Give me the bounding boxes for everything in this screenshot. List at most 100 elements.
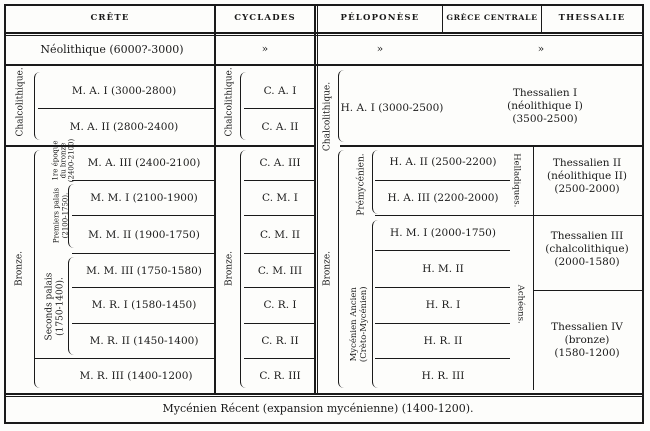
crete-line-5	[72, 253, 214, 254]
crete-row-1: M. A. I (3000-2800)	[71, 85, 177, 97]
brace-pel-mycenien	[372, 220, 378, 388]
thessalie-3-line-3: (2000-1580)	[554, 256, 620, 268]
peloponese-row-2: H. A. III (2200-2000)	[387, 192, 499, 204]
frame-top	[4, 4, 644, 6]
peloponese-chalcolithique-label: Chalcolithique.	[322, 81, 333, 152]
crete-bronze-label: Bronze.	[14, 250, 25, 287]
thes-line-1	[534, 215, 642, 216]
crete-row-2: M. A. II (2800-2400)	[69, 121, 179, 133]
col-sep-cyclades-b	[317, 4, 318, 394]
crete-line-2	[4, 145, 214, 147]
pel-line-4	[375, 250, 510, 251]
crete-line-3	[72, 180, 214, 181]
cyclades-row-1: C. A. I	[263, 85, 297, 97]
peloponese-row-6: H. R. II	[423, 335, 463, 347]
col-sep-cyclades	[314, 4, 316, 394]
brace-crete-premiers	[68, 184, 74, 248]
thessalie-3-line-1: Thessalien III	[550, 230, 624, 242]
crete-seconds-1: Seconds palais	[44, 272, 55, 341]
peloponese-row-7: H. R. III	[421, 370, 465, 382]
cyc-line-8	[244, 358, 314, 359]
cyclades-row-7: C. R. I	[263, 299, 297, 311]
col-sep-thessalie	[533, 146, 535, 390]
thessalie-3-line-2: (chalcolithique)	[545, 243, 629, 255]
crete-chalcolithique-label: Chalcolithique.	[15, 67, 26, 137]
header-cyclades: CYCLADES	[234, 13, 296, 23]
brace-crete-bronze	[34, 150, 40, 388]
header-grece-centrale: GRÈCE CENTRALE	[446, 13, 538, 22]
header-rule-2	[4, 34, 644, 36]
pel-line-1	[340, 145, 642, 147]
frame-left	[4, 4, 6, 424]
frame-right	[642, 4, 644, 424]
thessalie-2-line-3: (2500-2000)	[554, 183, 620, 195]
crete-line-8	[35, 358, 214, 359]
cyclades-chalcolithique-label: Chalcolithique.	[224, 67, 235, 137]
brace-cyc-chalco	[240, 72, 246, 140]
peloponese-row-5: H. R. I	[425, 299, 461, 311]
cyc-line-5	[244, 253, 314, 254]
col-sep-crete	[214, 4, 216, 394]
peloponese-ha1: H. A. I (3000-2500)	[340, 102, 444, 114]
peloponese-row-4: H. M. II	[422, 263, 464, 275]
pel-line-2	[375, 180, 510, 181]
pel-line-6	[375, 323, 510, 324]
pel-line-3	[375, 215, 533, 216]
thes-line-2	[534, 290, 642, 291]
header-rule	[4, 32, 644, 34]
col-sep-grece	[541, 4, 543, 34]
grece-neolithique: »	[537, 43, 545, 55]
crete-epoque-3: (2400-2100)	[67, 138, 76, 183]
cyclades-row-8: C. R. II	[261, 335, 299, 347]
col-sep-peloponese	[442, 4, 444, 34]
thessalie-1-line-3: (3500-2500)	[512, 113, 578, 125]
crete-premiers-1: Premiers palais	[52, 187, 61, 244]
crete-seconds-2: (1750-1400).	[55, 277, 66, 336]
thessalie-2-line-2: (néolithique II)	[547, 170, 627, 182]
peloponese-acheens-label: Achéens.	[515, 284, 526, 324]
cyclades-row-2: C. A. II	[261, 121, 299, 133]
brace-pel-bronze	[338, 150, 344, 388]
thessalie-1-line-1: Thessalien I	[512, 87, 578, 99]
crete-row-9: M. R. III (1400-1200)	[79, 370, 193, 382]
crete-row-5: M. M. II (1900-1750)	[88, 229, 200, 241]
footer-rule-2	[4, 396, 644, 397]
header-peloponese: PÉLOPONÈSE	[340, 13, 420, 23]
cyclades-row-9: C. R. III	[259, 370, 301, 382]
peloponese-mycenien-1: Mycénien Ancien	[348, 287, 359, 362]
header-crete: CRÊTE	[90, 13, 130, 23]
crete-row-4: M. M. I (2100-1900)	[90, 192, 198, 204]
peloponese-row-1: H. A. II (2500-2200)	[389, 156, 497, 168]
cyclades-row-3: C. A. III	[259, 157, 301, 169]
crete-row-6: M. M. III (1750-1580)	[86, 265, 202, 277]
cyc-line-2	[215, 145, 314, 147]
pel-line-7	[375, 358, 510, 359]
header-thessalie: THESSALIE	[558, 13, 626, 23]
crete-premiers-2: (2100-1750).	[61, 192, 70, 239]
cyc-line-6	[244, 287, 314, 288]
cyc-line-3	[244, 180, 314, 181]
cyc-line-7	[244, 323, 314, 324]
thessalie-2-line-1: Thessalien II	[552, 157, 622, 169]
neo-rule	[4, 64, 644, 66]
thessalie-4-line-2: (bronze)	[564, 334, 610, 346]
pel-line-5	[375, 287, 510, 288]
footer-rule	[4, 393, 644, 395]
crete-row-7: M. R. I (1580-1450)	[91, 299, 197, 311]
peloponese-row-3: H. M. I (2000-1750)	[390, 227, 496, 239]
peloponese-mycenien-2: (Crèto-Mycénien)	[358, 286, 369, 363]
brace-crete-chalco	[34, 72, 40, 140]
thessalie-4-line-1: Thessalien IV	[551, 321, 623, 333]
brace-cyc-bronze	[240, 150, 246, 388]
peloponese-premycenien-label: Prémycénien.	[356, 153, 367, 216]
crete-line-7	[72, 323, 214, 324]
peloponese-neolithique: »	[376, 43, 384, 55]
cyc-line-4	[244, 215, 314, 216]
brace-pel-premyc	[372, 150, 378, 214]
crete-line-1	[38, 108, 214, 109]
brace-crete-seconds	[68, 257, 74, 355]
frame-bottom	[4, 422, 644, 424]
crete-row-3: M. A. III (2400-2100)	[87, 157, 201, 169]
crete-row-8: M. R. II (1450-1400)	[89, 335, 199, 347]
